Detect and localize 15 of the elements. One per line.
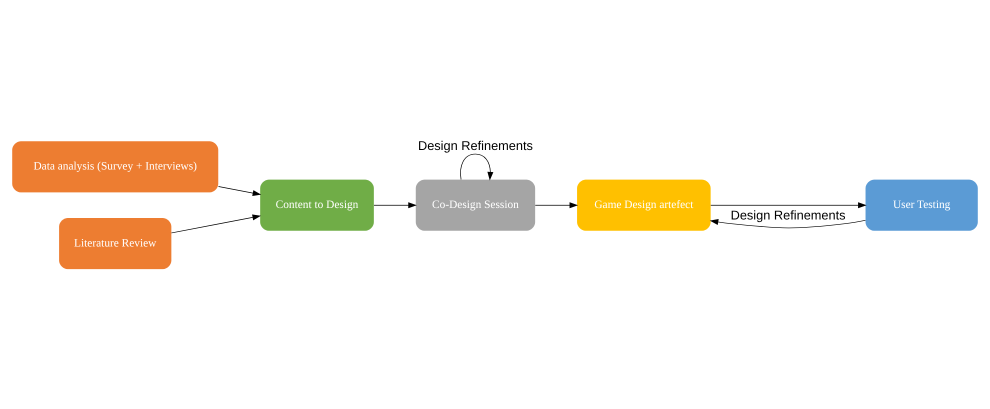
- arrow: [171, 214, 261, 234]
- node-box: User Testing: [866, 180, 978, 231]
- edge-label: Design Refinements: [418, 138, 533, 154]
- arrow: [534, 202, 578, 208]
- node-box: Literature Review: [59, 218, 172, 270]
- arrow: [710, 202, 867, 208]
- node-box: Co-Design Session: [416, 180, 536, 231]
- arrow: [460, 154, 494, 180]
- node-box: Content to Design: [260, 180, 374, 231]
- node-box: Game Design artefect: [577, 180, 711, 231]
- arrow: [374, 202, 417, 208]
- node-box: Data analysis (Survey + Interviews): [12, 141, 218, 192]
- arrow: [710, 219, 866, 228]
- arrow: [218, 186, 262, 196]
- edge-label: Design Refinements: [730, 208, 846, 223]
